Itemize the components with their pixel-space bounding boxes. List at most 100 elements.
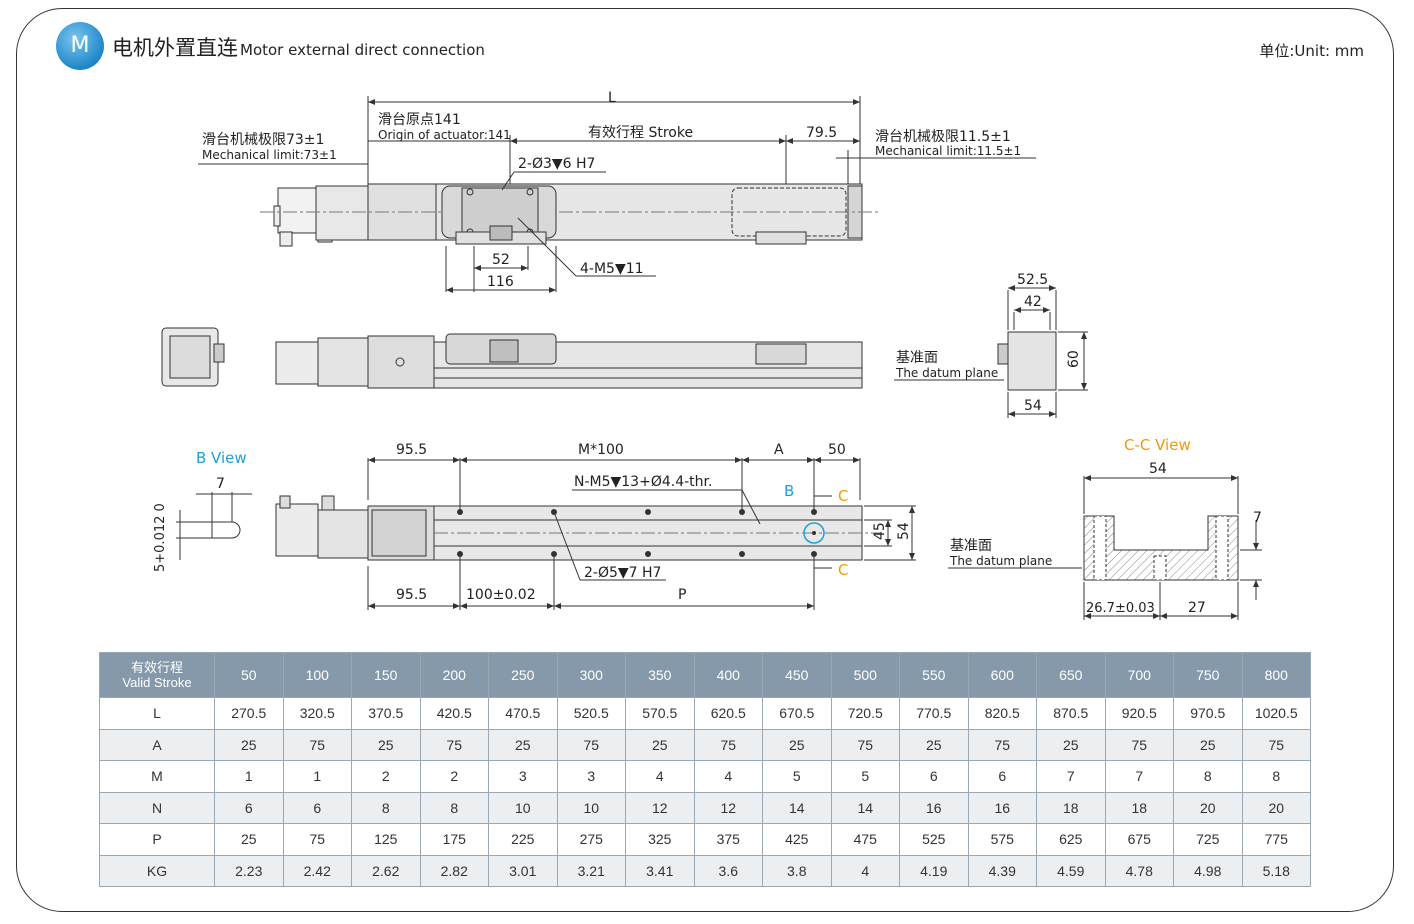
stroke-col: 600 xyxy=(967,652,1037,698)
cc-dim-26-7: 26.7±0.03 xyxy=(1086,601,1155,616)
stroke-col: 750 xyxy=(1173,652,1243,698)
origin-cn: 滑台原点141 xyxy=(378,111,461,128)
cc-dim-54: 54 xyxy=(1149,461,1167,477)
table-cell: 3.8 xyxy=(762,854,832,887)
dim-50: 50 xyxy=(828,442,846,458)
table-cell: 270.5 xyxy=(214,697,284,730)
table-cell: 2.82 xyxy=(419,854,489,887)
page-frame xyxy=(16,8,1394,912)
b-view-title: B View xyxy=(196,449,247,467)
table-cell: 75 xyxy=(1241,728,1311,761)
table-cell: 2 xyxy=(419,760,489,793)
stroke-col: 650 xyxy=(1036,652,1106,698)
cc-dim-7: 7 xyxy=(1253,510,1262,526)
row-label: L xyxy=(99,697,215,730)
table-cell: 3 xyxy=(556,760,626,793)
dim-m100: M*100 xyxy=(578,442,624,458)
stroke-col: 150 xyxy=(351,652,421,698)
table-cell: 820.5 xyxy=(967,697,1037,730)
table-cell: 14 xyxy=(762,791,832,824)
cc-view-labels: C-C View 54 7 基准面 The datum plane 26.7±0… xyxy=(949,436,1262,616)
table-cell: 325 xyxy=(625,823,695,856)
label-C-bottom: C xyxy=(838,561,848,579)
mech-limit-left-en: Mechanical limit:73±1 xyxy=(202,148,337,162)
table-cell: 75 xyxy=(282,823,352,856)
table-cell: 3 xyxy=(488,760,558,793)
cc-view xyxy=(948,475,1262,620)
table-cell: 3.01 xyxy=(488,854,558,887)
stroke-spec-table: 有效行程 Valid Stroke 50 100 150 200 250 300… xyxy=(99,652,1311,887)
table-cell: 25 xyxy=(625,728,695,761)
table-cell: 6 xyxy=(899,760,969,793)
dim-95-5-top: 95.5 xyxy=(396,442,427,458)
dim-L: L xyxy=(608,90,616,106)
stroke-col: 350 xyxy=(625,652,695,698)
table-cell: 75 xyxy=(830,728,900,761)
row-label: KG xyxy=(99,854,215,887)
title-english: Motor external direct connection xyxy=(240,41,485,59)
label-B: B xyxy=(784,482,794,500)
title-chinese: 电机外置直连 xyxy=(112,36,238,60)
dim-tolerance: 5+0.012 0 xyxy=(153,503,168,572)
table-cell: 75 xyxy=(556,728,626,761)
table-cell: 725 xyxy=(1173,823,1243,856)
table-cell: 370.5 xyxy=(351,697,421,730)
table-cell: 75 xyxy=(419,728,489,761)
table-cell: 25 xyxy=(1173,728,1243,761)
table-cell: 25 xyxy=(351,728,421,761)
table-cell: 5.18 xyxy=(1241,854,1311,887)
table-cell: 2.23 xyxy=(214,854,284,887)
table-cell: 1 xyxy=(214,760,284,793)
table-cell: 10 xyxy=(556,791,626,824)
stroke-col: 200 xyxy=(419,652,489,698)
table-cell: 3.21 xyxy=(556,854,626,887)
table-cell: 12 xyxy=(625,791,695,824)
table-cell: 970.5 xyxy=(1173,697,1243,730)
table-cell: 75 xyxy=(967,728,1037,761)
table-cell: 18 xyxy=(1036,791,1106,824)
unit-label: 单位:Unit: mm xyxy=(1259,42,1364,60)
table-cell: 10 xyxy=(488,791,558,824)
mech-limit-right-cn: 滑台机械极限11.5±1 xyxy=(875,128,1011,145)
cc-view-title: C-C View xyxy=(1124,436,1191,454)
side-view xyxy=(161,285,1088,418)
bottom-view xyxy=(176,457,916,610)
end-view-labels: 52.5 42 60 54 基准面 The datum plane xyxy=(895,272,1082,414)
table-cell: 3.6 xyxy=(693,854,763,887)
table-cell: 4 xyxy=(830,854,900,887)
table-cell: 575 xyxy=(967,823,1037,856)
cc-datum-en: The datum plane xyxy=(949,554,1052,568)
table-cell: 770.5 xyxy=(899,697,969,730)
table-cell: 25 xyxy=(214,728,284,761)
table-cell: 8 xyxy=(1173,760,1243,793)
table-cell: 625 xyxy=(1036,823,1106,856)
stroke-col: 50 xyxy=(214,652,284,698)
table-cell: 20 xyxy=(1173,791,1243,824)
top-view xyxy=(198,96,1036,293)
table-cell: 2.62 xyxy=(351,854,421,887)
datum-cn: 基准面 xyxy=(896,349,938,366)
stroke-col: 700 xyxy=(1104,652,1174,698)
mech-limit-left-cn: 滑台机械极限73±1 xyxy=(202,131,324,148)
table-header-row: 有效行程 Valid Stroke 50 100 150 200 250 300… xyxy=(99,652,1311,698)
stroke-col: 550 xyxy=(899,652,969,698)
technical-drawing: L 滑台原点141 Origin of actuator:141 有效行程 St… xyxy=(153,90,1262,620)
dim-45: 45 xyxy=(872,522,888,540)
stroke-col: 450 xyxy=(762,652,832,698)
table-cell: 2.42 xyxy=(282,854,352,887)
table-cell: 18 xyxy=(1104,791,1174,824)
dim-52-5: 52.5 xyxy=(1017,272,1048,288)
stroke-col: 100 xyxy=(282,652,352,698)
dim-100: 100±0.02 xyxy=(466,587,536,603)
table-cell: 375 xyxy=(693,823,763,856)
dim-54: 54 xyxy=(1024,398,1042,414)
table-cell: 470.5 xyxy=(488,697,558,730)
hole-2-bottom: 2-Ø5▼7 H7 xyxy=(584,565,661,581)
table-cell: 25 xyxy=(214,823,284,856)
dim-P: P xyxy=(678,587,686,603)
table-cell: 520.5 xyxy=(556,697,626,730)
table-cell: 920.5 xyxy=(1104,697,1174,730)
